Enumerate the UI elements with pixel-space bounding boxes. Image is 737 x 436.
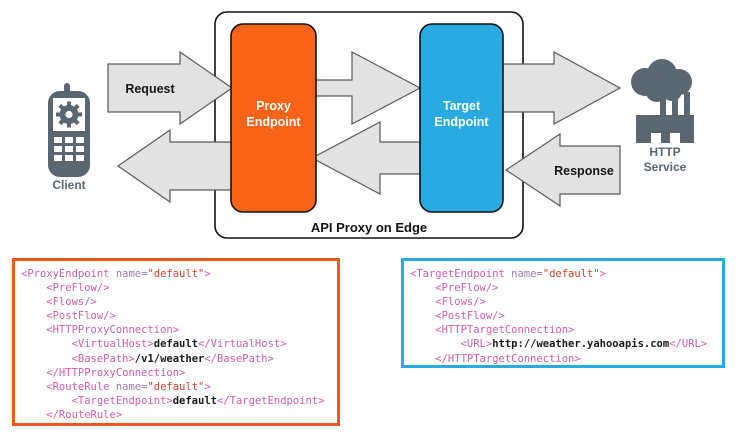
target-to-proxy-arrow — [310, 121, 421, 195]
code-token-val: "default" — [147, 380, 205, 393]
target-to-service-arrow — [493, 50, 622, 126]
code-line: <BasePath>/v1/weather</BasePath> — [21, 352, 337, 366]
code-token-tag: </VirtualHost> — [198, 338, 287, 351]
code-line: <URL>http://weather.yahooapis.com</URL> — [410, 337, 722, 351]
code-token-text: default — [153, 338, 199, 351]
code-token-attr: name= — [109, 380, 148, 393]
code-line: <RouteRule name="default"> — [21, 380, 337, 394]
code-token-tag: <PreFlow/> — [410, 282, 499, 295]
factory-shape — [636, 92, 694, 143]
code-token-tag: <URL> — [410, 338, 493, 351]
code-token-tag: <PostFlow/> — [410, 310, 505, 323]
code-token-tag: <TargetEndpoint — [410, 268, 505, 280]
proxy-endpoint-code-block[interactable]: <ProxyEndpoint name="default"> <PreFlow/… — [12, 258, 340, 426]
code-line: <Flows/> — [21, 295, 337, 309]
request-arrow — [107, 50, 234, 126]
code-token-tag: <Flows/> — [21, 296, 97, 309]
cloud-shape — [631, 59, 692, 102]
code-token-tag: </HTTPTargetConnection> — [410, 352, 581, 365]
code-line: <HTTPTargetConnection> — [410, 323, 722, 337]
code-line: </TargetEndpoint> — [410, 366, 722, 368]
code-line: <Flows/> — [410, 295, 722, 309]
code-token-tag: <TargetEndpoint> — [21, 394, 173, 407]
code-line: <TargetEndpoint>default</TargetEndpoint> — [21, 394, 337, 408]
http-service-label-line2: Service — [644, 160, 687, 174]
target-endpoint-label-line1: Target — [443, 99, 481, 113]
http-service-label-line1: HTTP — [649, 145, 680, 159]
proxy-to-target-arrow — [311, 51, 422, 125]
code-token-tag: </URL> — [669, 338, 708, 351]
proxy-endpoint-block[interactable] — [230, 23, 317, 213]
http-client-label-line2: Client — [52, 178, 85, 192]
code-line: <TargetEndpoint name="default"> — [410, 267, 722, 281]
code-line: <HTTPProxyConnection> — [21, 323, 337, 337]
code-line: <PreFlow/> — [410, 281, 722, 295]
code-token-tag: </RouteRule> — [21, 408, 123, 421]
code-token-tag: <VirtualHost> — [21, 338, 154, 351]
code-token-text: /v1/weather — [134, 352, 205, 365]
code-line: <PostFlow/> — [21, 309, 337, 323]
code-token-attr: name= — [504, 268, 543, 280]
code-token-val: "default" — [147, 268, 205, 280]
code-token-tag: > — [599, 268, 606, 280]
code-token-tag: </ProxyEndpoint> — [21, 423, 122, 426]
code-token-tag: <PostFlow/> — [21, 310, 116, 323]
code-token-tag: <HTTPProxyConnection> — [21, 324, 180, 337]
code-token-val: "default" — [542, 268, 600, 280]
code-token-tag: <BasePath> — [21, 352, 135, 365]
code-line: </RouteRule> — [21, 408, 337, 422]
code-token-tag: <HTTPTargetConnection> — [410, 324, 575, 337]
code-token-tag: > — [204, 380, 211, 393]
response-arrow — [504, 132, 621, 208]
code-token-tag: </TargetEndpoint> — [410, 367, 517, 368]
code-token-tag: <ProxyEndpoint — [21, 268, 110, 280]
code-line: </ProxyEndpoint> — [21, 422, 337, 426]
target-endpoint-code-block[interactable]: <TargetEndpoint name="default"> <PreFlow… — [401, 258, 725, 368]
code-token-text: http://weather.yahooapis.com — [492, 338, 670, 351]
code-line: <PreFlow/> — [21, 281, 337, 295]
client-response-arrow — [116, 128, 233, 204]
code-line: <ProxyEndpoint name="default"> — [21, 267, 337, 281]
http-client-label-line1: HTTP — [53, 163, 84, 177]
api-proxy-container-title: API Proxy on Edge — [311, 220, 427, 235]
request-arrow-label: Request — [125, 82, 175, 96]
proxy-endpoint-label-line1: Proxy — [256, 99, 291, 113]
code-token-tag: </TargetEndpoint> — [216, 394, 325, 407]
code-token-attr: name= — [109, 268, 148, 280]
code-token-tag: </HTTPProxyConnection> — [21, 366, 186, 379]
code-token-tag: > — [204, 268, 211, 280]
architecture-diagram: HTTP Client HTTP Service Request — [48, 11, 694, 239]
code-token-tag: <PreFlow/> — [21, 282, 110, 295]
code-token-tag: </BasePath> — [204, 352, 274, 365]
code-line: <PostFlow/> — [410, 309, 722, 323]
code-token-tag: <RouteRule — [21, 380, 110, 393]
proxy-endpoint-label-line2: Endpoint — [246, 115, 301, 129]
code-token-text: default — [172, 394, 217, 407]
response-arrow-label: Response — [554, 164, 614, 178]
mobile-phone-gear-icon — [48, 83, 90, 177]
code-line: <VirtualHost>default</VirtualHost> — [21, 337, 337, 351]
code-token-tag: <Flows/> — [410, 296, 486, 309]
code-line: </HTTPProxyConnection> — [21, 366, 337, 380]
target-endpoint-label-line2: Endpoint — [434, 115, 489, 129]
target-endpoint-block[interactable] — [419, 23, 504, 213]
factory-cloud-icon — [631, 59, 694, 143]
code-line: </HTTPTargetConnection> — [410, 352, 722, 365]
